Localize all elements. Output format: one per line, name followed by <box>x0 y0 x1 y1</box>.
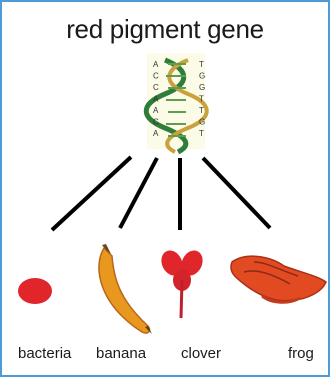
organism-label-banana: banana <box>96 345 146 362</box>
dna-letter-left-3: A <box>153 95 159 104</box>
banana-icon <box>99 244 152 334</box>
dna-letter-right-1: G <box>199 72 205 81</box>
dna-letter-left-1: C <box>153 72 159 81</box>
dna-letter-right-3: T <box>199 95 204 104</box>
dna-letter-left-2: C <box>153 83 159 92</box>
frog-icon <box>231 256 326 302</box>
dna-letter-left-4: A <box>153 106 159 115</box>
dna-letter-right-2: G <box>199 83 205 92</box>
dna-letter-right-0: T <box>199 60 204 69</box>
dna-letter-right-5: G <box>199 118 205 127</box>
organism-label-frog: frog <box>288 345 314 362</box>
bacteria-icon <box>18 278 52 304</box>
connector-line-banana <box>120 158 157 228</box>
clover-icon <box>157 247 206 318</box>
dna-letter-right-6: T <box>199 129 204 138</box>
dna-letter-right-4: T <box>199 106 204 115</box>
connector-line-bacteria <box>52 157 131 230</box>
organism-label-clover: clover <box>181 345 221 362</box>
connector-line-frog <box>203 158 270 228</box>
organism-label-bacteria: bacteria <box>18 345 71 362</box>
dna-letter-left-6: A <box>153 129 159 138</box>
dna-letter-left-5: C <box>153 118 159 127</box>
dna-letter-left-0: A <box>153 60 159 69</box>
